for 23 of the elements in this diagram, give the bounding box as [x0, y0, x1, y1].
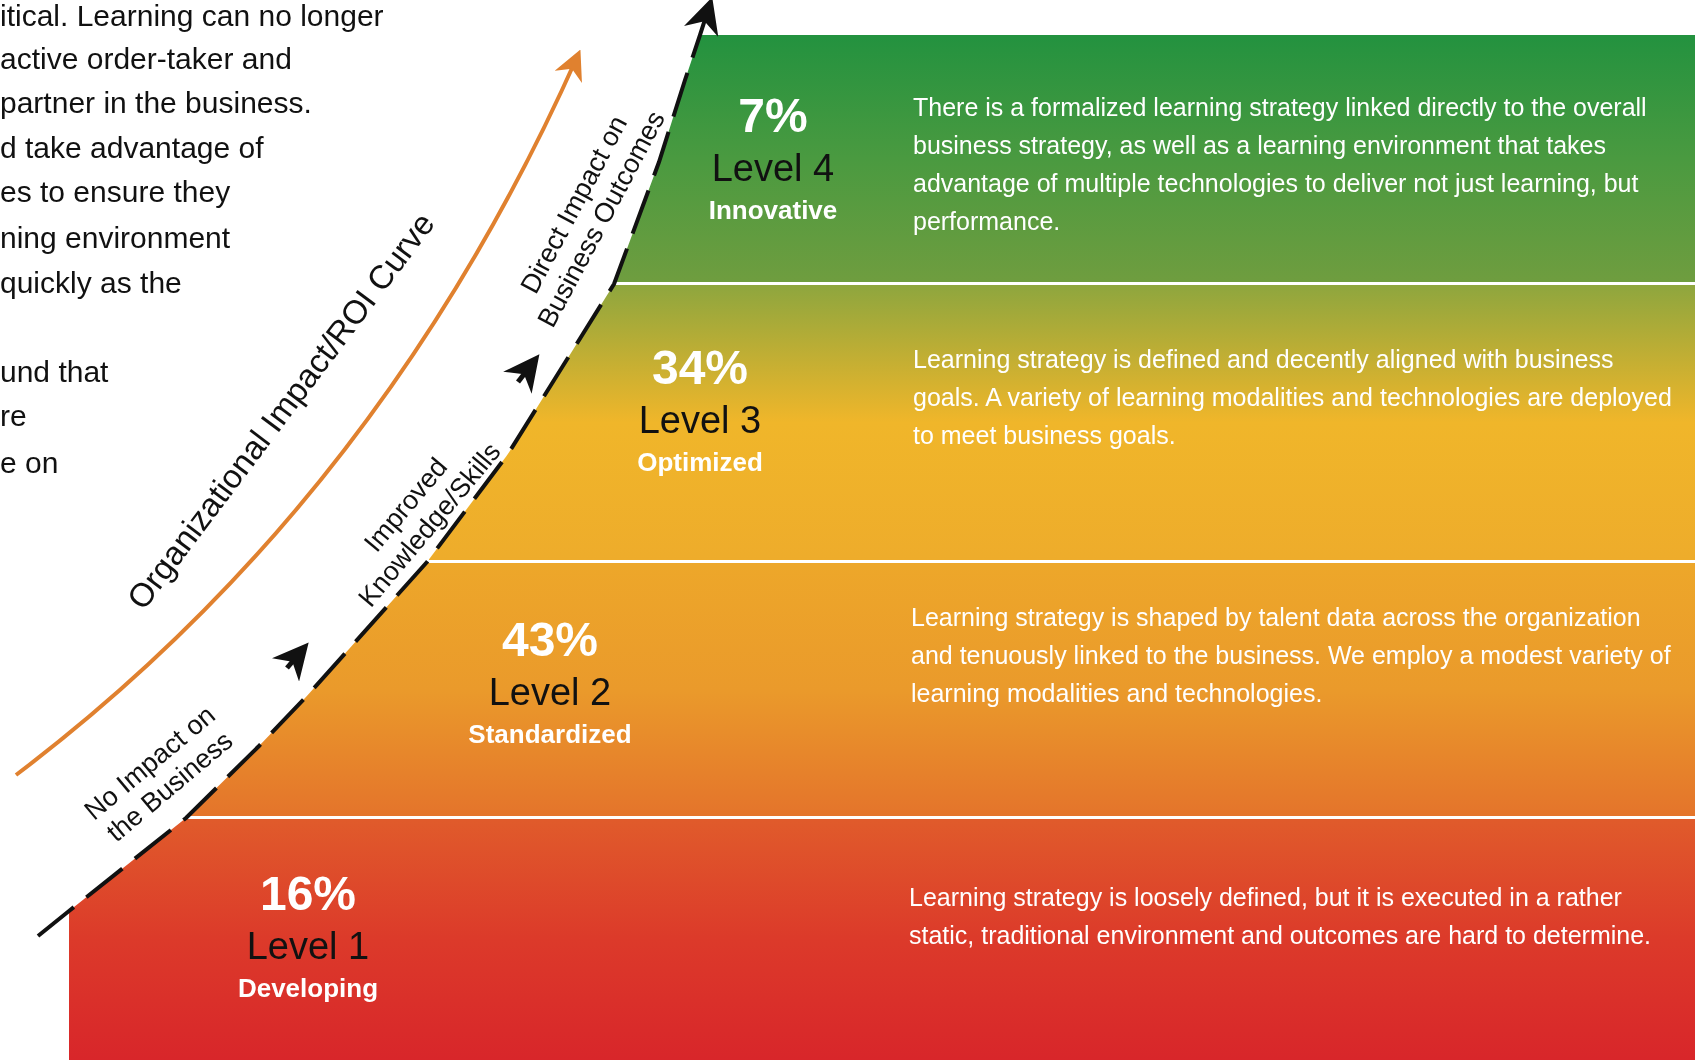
paragraph-line: e on [0, 445, 59, 481]
level-name: Standardized [467, 718, 633, 751]
paragraph-line: es to ensure they [0, 174, 231, 210]
paragraph-line: und that [0, 354, 109, 390]
level-description: Learning strategy is defined and decently aligned with business goals. A variety of learning modalities and technologies are deployed to meet business goals. [913, 344, 1673, 451]
level-label: Level 2 [487, 670, 613, 715]
level-name: Developing [236, 972, 380, 1005]
level-description: Learning strategy is shaped by talent data across the organization and tenuously linked to the business. We employ a modest variety of learning modalities and technologies. [911, 602, 1672, 709]
percentage-value: 34% [650, 340, 750, 396]
paragraph-line: quickly as the [0, 265, 182, 301]
level-description: Learning strategy is loosely defined, but it is executed in a rather static, traditional environment and outcomes are hard to determine. [909, 882, 1653, 951]
paragraph-line: re [0, 398, 27, 434]
paragraph-line: ning environment [0, 220, 231, 256]
percentage-value: 16% [258, 866, 358, 922]
paragraph-line: itical. Learning can no longer [0, 0, 384, 34]
level-name: Optimized [636, 446, 764, 479]
level-label: Level 1 [245, 924, 371, 969]
level-label: Level 3 [637, 398, 763, 443]
paragraph-line: active order-taker and [0, 41, 292, 77]
paragraph-line: partner in the business. [0, 85, 312, 121]
percentage-value: 43% [500, 612, 599, 668]
paragraph-line: d take advantage of [0, 130, 264, 166]
level-description: There is a formalized learning strategy linked directly to the overall business strategy, as well as a learning environment that takes advantage of multiple technologies to deliver not just learning, but performance. [913, 92, 1648, 237]
